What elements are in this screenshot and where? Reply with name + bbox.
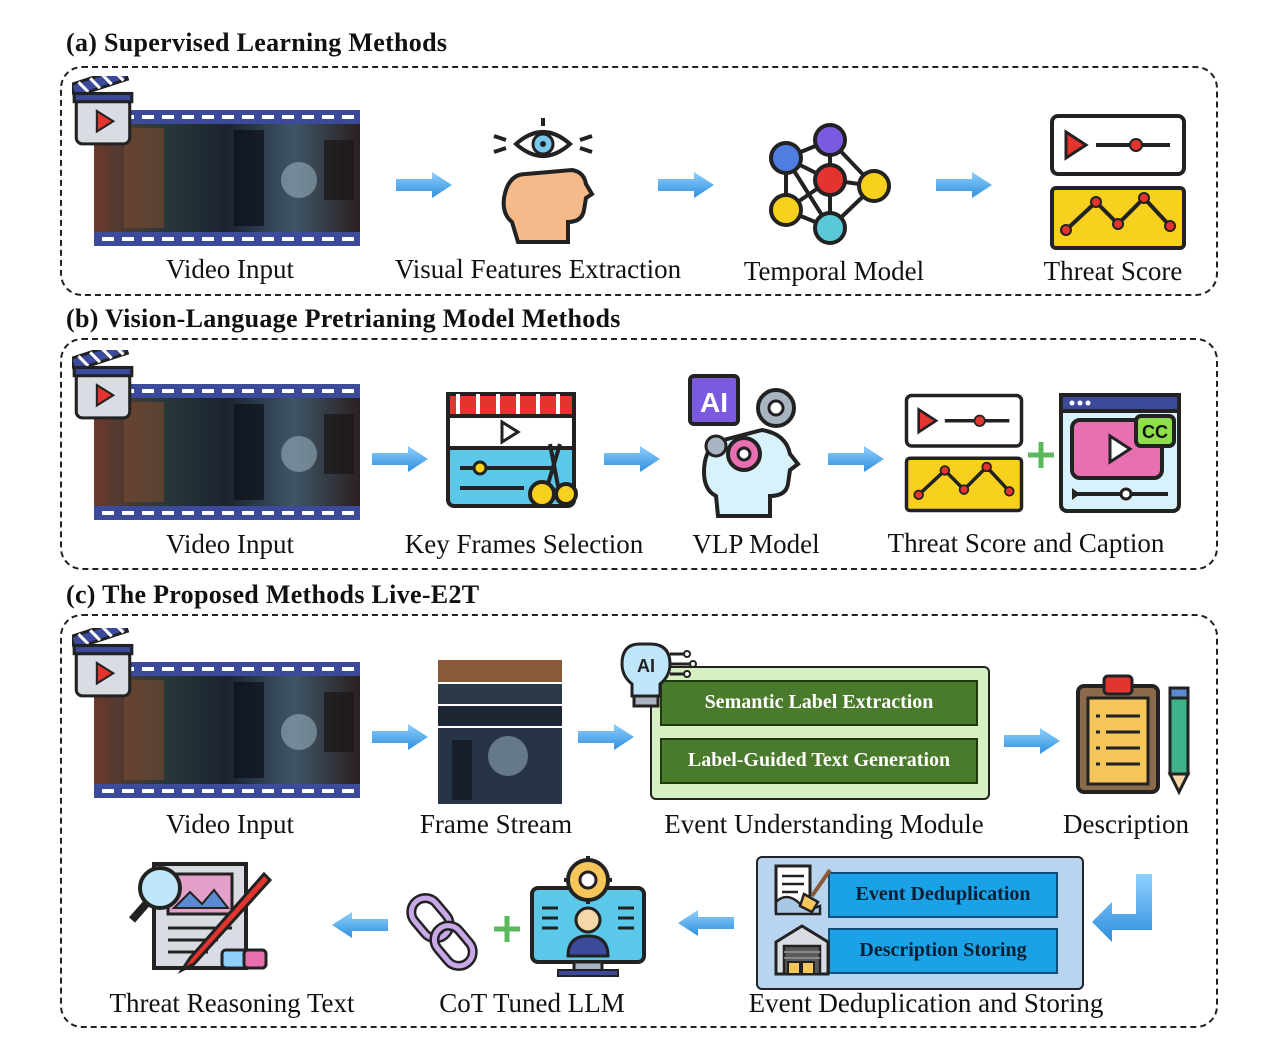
arrow-right-icon <box>576 722 636 752</box>
step-label: Threat Score <box>1043 256 1183 286</box>
video-caption-icon: CC <box>1059 393 1181 513</box>
step-label: Visual Features Extraction <box>394 254 682 284</box>
section-c-title: (c) The Proposed Methods Live-E2T <box>66 580 480 609</box>
ai-badge-label: AI <box>700 387 728 418</box>
arrow-down-left-icon <box>1092 874 1152 942</box>
arrow-left-icon <box>330 910 390 940</box>
step-label: Frame Stream <box>419 809 573 839</box>
arrow-right-icon <box>656 170 716 200</box>
warehouse-storage-icon <box>774 924 830 976</box>
threat-score-icon <box>902 392 1026 514</box>
step-label: Temporal Model <box>743 256 925 286</box>
clapperboard-icon <box>72 350 134 422</box>
arrow-left-icon <box>676 908 736 938</box>
plus-icon <box>1028 442 1054 468</box>
description-storing-box: Description Storing <box>828 928 1058 974</box>
arrow-right-icon <box>370 444 430 474</box>
frame-stream-icon <box>438 660 562 804</box>
llm-monitor-gear-icon <box>530 856 646 977</box>
step-label: Event Deduplication and Storing <box>748 988 1104 1018</box>
section-c-panel <box>60 614 1218 1028</box>
cc-badge-label: CC <box>1142 422 1168 442</box>
step-label: CoT Tuned LLM <box>439 988 625 1018</box>
arrow-right-icon <box>826 444 886 474</box>
section-a-panel <box>60 66 1218 296</box>
step-label: Video Input <box>165 809 295 839</box>
clipboard-pencil-icon <box>1076 674 1191 796</box>
section-b-title: (b) Vision-Language Pretrianing Model Me… <box>66 304 621 333</box>
threat-reasoning-document-icon <box>128 862 273 974</box>
label-guided-text-generation-box: Label-Guided Text Generation <box>660 738 978 784</box>
arrow-right-icon <box>602 444 662 474</box>
step-label: Description <box>1063 809 1189 839</box>
step-label: Video Input <box>165 254 295 284</box>
step-label: VLP Model <box>692 529 820 559</box>
step-label: Threat Reasoning Text <box>109 988 355 1018</box>
section-b-panel <box>60 338 1218 570</box>
step-label: Video Input <box>165 529 295 559</box>
clapperboard-icon <box>72 628 134 700</box>
section-a-title: (a) Supervised Learning Methods <box>66 28 448 57</box>
ai-bulb-label: AI <box>637 656 655 676</box>
head-eye-icon <box>493 118 595 244</box>
arrow-right-icon <box>394 170 454 200</box>
arrow-right-icon <box>934 170 994 200</box>
plus-icon <box>494 916 520 942</box>
semantic-label-extraction-box: Semantic Label Extraction <box>660 680 978 726</box>
arrow-right-icon <box>370 722 430 752</box>
vlp-ai-head-icon: AI <box>688 374 801 518</box>
arrow-right-icon <box>1002 726 1062 756</box>
step-label: Key Frames Selection <box>404 529 644 559</box>
neural-network-icon <box>769 123 891 245</box>
threat-score-icon <box>1046 112 1190 252</box>
step-label: Threat Score and Caption <box>887 528 1165 558</box>
ai-lightbulb-icon: AI <box>620 642 697 708</box>
event-deduplication-box: Event Deduplication <box>828 872 1058 918</box>
step-label: Event Understanding Module <box>664 809 984 839</box>
key-frames-scissors-icon <box>446 392 578 508</box>
clapperboard-icon <box>72 76 134 148</box>
document-broom-icon <box>774 864 832 916</box>
chain-link-icon <box>406 893 478 971</box>
